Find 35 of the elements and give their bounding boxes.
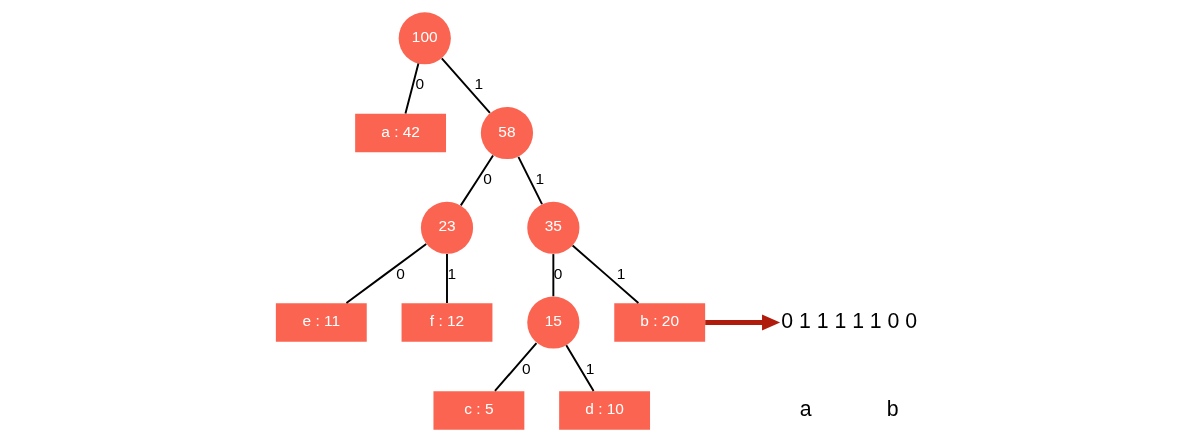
node-circle: 100 bbox=[398, 12, 451, 65]
edge-label: 0 bbox=[521, 359, 531, 377]
node-box: d : 10 bbox=[559, 391, 651, 430]
connector bbox=[552, 253, 555, 298]
edge-label: 1 bbox=[474, 75, 484, 93]
connector bbox=[404, 62, 420, 115]
arrow bbox=[705, 314, 781, 331]
connector bbox=[565, 344, 595, 392]
node-box: c : 5 bbox=[433, 391, 525, 430]
edge-label: 0 bbox=[483, 170, 492, 188]
node-box: e : 11 bbox=[275, 303, 367, 342]
connector bbox=[517, 155, 543, 206]
connector bbox=[494, 342, 538, 392]
connector bbox=[446, 253, 448, 304]
edge-label: 0 bbox=[396, 264, 405, 282]
node-text: 0 1 1 1 1 1 0 0 bbox=[781, 308, 918, 333]
connector bbox=[571, 244, 640, 304]
label: b bbox=[886, 396, 899, 421]
edge-label: 1 bbox=[585, 359, 595, 377]
edge-label: 1 bbox=[447, 264, 457, 282]
node-box: b : 20 bbox=[614, 303, 706, 342]
node-box: f : 12 bbox=[401, 303, 493, 342]
connector bbox=[345, 243, 428, 304]
label: a bbox=[799, 396, 812, 421]
node-circle: 35 bbox=[527, 201, 580, 254]
node-circle: 23 bbox=[420, 201, 474, 254]
edge-label: 0 bbox=[553, 264, 563, 282]
node-box: a : 42 bbox=[355, 113, 447, 153]
connector bbox=[459, 154, 494, 207]
node-circle: 15 bbox=[527, 296, 580, 349]
edge-label: 1 bbox=[535, 170, 545, 188]
edge-label: 0 bbox=[415, 75, 425, 93]
connector bbox=[440, 57, 491, 114]
node-circle: 58 bbox=[480, 106, 534, 160]
edge-label: 1 bbox=[616, 264, 626, 282]
